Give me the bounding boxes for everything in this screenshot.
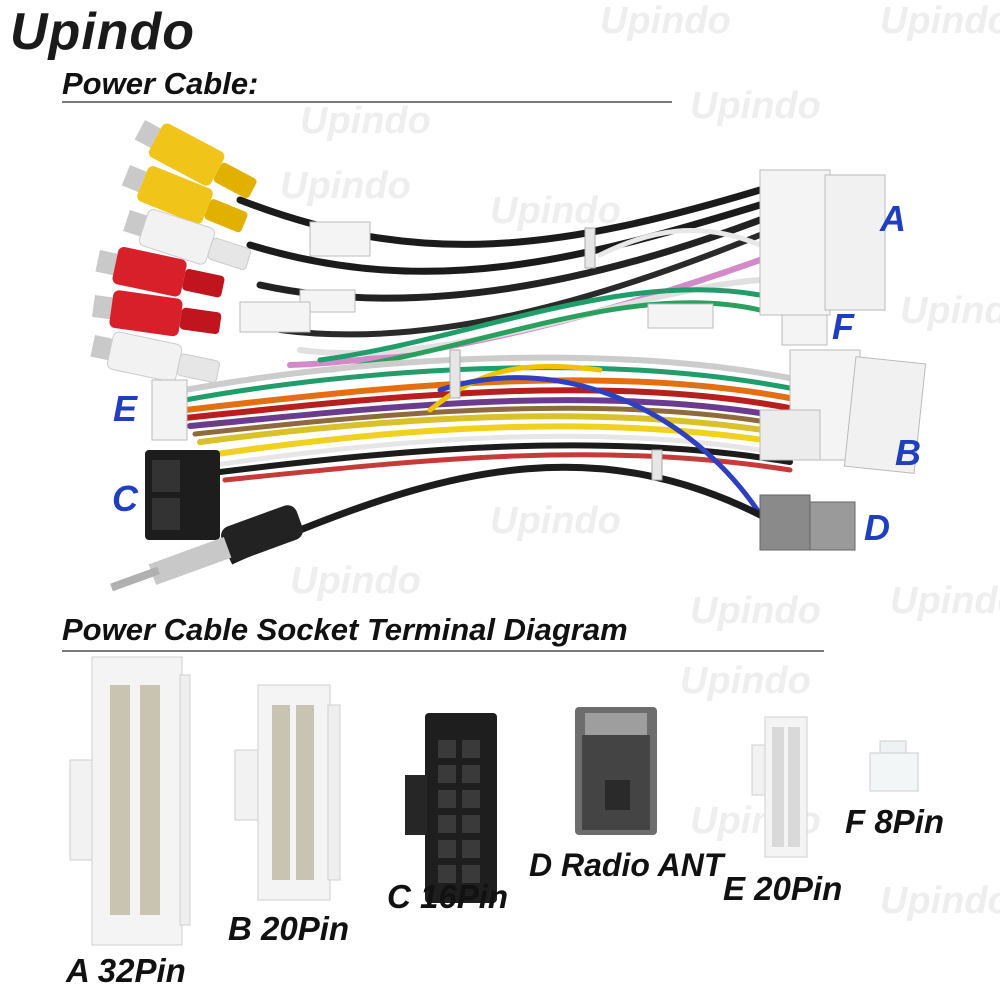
connector-d-plug [759, 494, 856, 551]
watermark-text: Upindo [880, 0, 1000, 42]
wire-bundle [182, 186, 803, 534]
connector-e-plug [151, 379, 188, 441]
watermark-text: Upindo [890, 580, 1000, 622]
connector-a-plug [759, 169, 886, 316]
wire-tag [239, 301, 311, 333]
cable-label-e: E [113, 388, 138, 429]
terminal-diagram-heading: Power Cable Socket Terminal Diagram [62, 612, 628, 647]
caption-a-32pin: A 32Pin [66, 952, 186, 989]
power-cable-heading: Power Cable: [62, 66, 259, 101]
watermark-text: Upindo [280, 165, 411, 207]
wire-tag [309, 221, 371, 257]
antenna-plug [110, 505, 303, 592]
socket-diagram-illustration [69, 656, 919, 946]
watermark-text: Upindo [600, 0, 731, 42]
heading-underline [62, 650, 824, 652]
socket-e-20pin [751, 716, 808, 858]
connector-c-plug [145, 450, 220, 540]
watermark-text: Upindo [290, 560, 421, 602]
watermark-text: Upindo [490, 190, 621, 232]
watermark-text: Upindo [300, 100, 431, 142]
watermark-text: Upindo [490, 500, 621, 542]
wire-tag [299, 289, 356, 313]
heading-underline [62, 101, 672, 103]
brand-logo: Upindo [10, 3, 196, 61]
watermark-text: Upindo [690, 590, 821, 632]
connector-f-plug [781, 314, 828, 346]
cable-label-f: F [832, 306, 854, 347]
caption-c-16pin: C 16Pin [387, 878, 509, 915]
watermark-text: Upindo [900, 290, 1000, 332]
cable-label-b: B [895, 432, 921, 473]
cable-label-c: C [112, 478, 138, 519]
socket-d-radio-ant [575, 707, 657, 835]
cable-label-a: A [880, 198, 906, 239]
watermark-text: Upindo [880, 880, 1000, 922]
socket-f-8pin [869, 740, 919, 792]
watermark-text: Upindo [680, 660, 811, 702]
cable-tie [584, 227, 596, 269]
caption-e-20pin: E 20Pin [723, 870, 843, 907]
cable-tie [449, 349, 461, 399]
socket-b-20pin [234, 684, 341, 901]
cable-label-d: D [864, 507, 890, 548]
caption-d-radio-ant: D Radio ANT [529, 847, 724, 883]
socket-a-32pin [69, 656, 191, 946]
wire-tag [647, 303, 714, 329]
watermark-text: Upindo [690, 85, 821, 127]
connector-b-plug [759, 349, 927, 474]
power-cable-illustration [90, 120, 927, 592]
caption-f-8pin: F 8Pin [845, 803, 945, 840]
cable-tie [651, 449, 663, 481]
rca-plugs [90, 120, 257, 383]
caption-b-20pin: B 20Pin [228, 910, 350, 947]
socket-c-16pin [405, 713, 497, 903]
